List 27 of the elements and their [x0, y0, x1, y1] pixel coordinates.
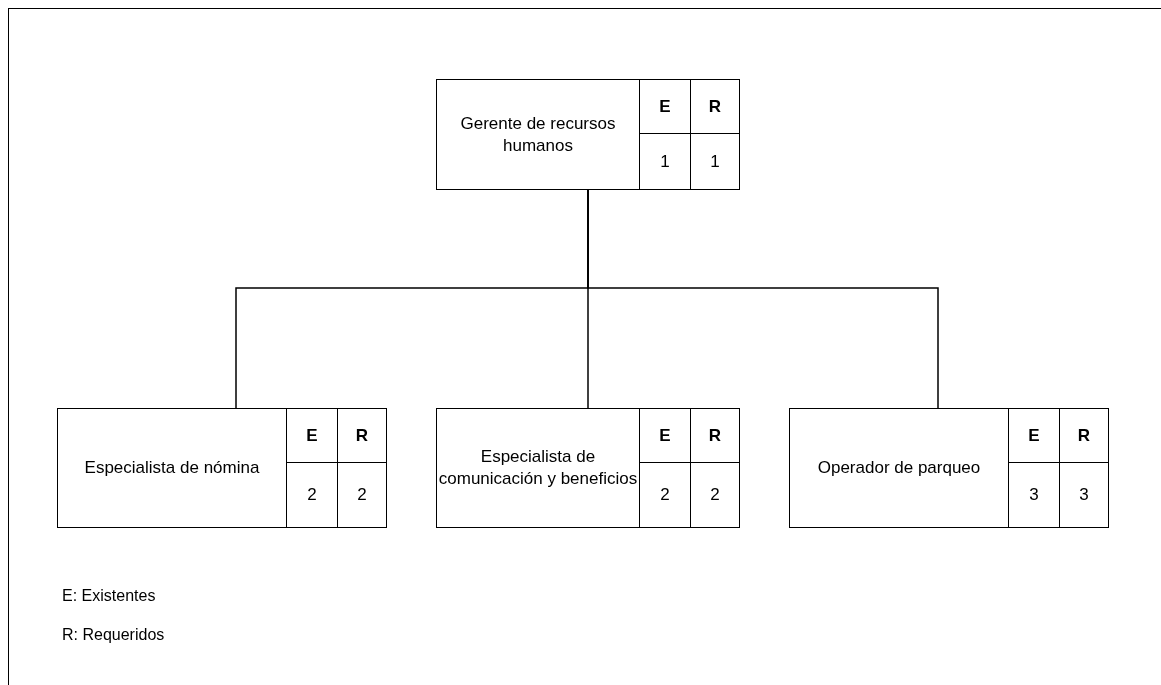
column-header: E — [306, 425, 318, 446]
position-box — [436, 79, 740, 190]
column-header: E — [659, 96, 671, 117]
column-header: R — [708, 425, 722, 446]
count-value: 2 — [710, 485, 720, 505]
legend-note: E: Existentes — [62, 587, 156, 605]
position-title: Operador de parqueo — [817, 457, 981, 479]
count-value: 1 — [710, 151, 720, 172]
position-title: Especialista de comunicación y beneficios — [437, 446, 639, 490]
count-value: 1 — [660, 151, 670, 172]
column-header: E — [659, 425, 671, 446]
count-value: 2 — [660, 485, 670, 505]
column-header: R — [708, 96, 722, 117]
column-header: R — [355, 425, 369, 446]
count-value: 3 — [1079, 485, 1089, 505]
position-title: Gerente de recursos humanos — [459, 112, 617, 157]
legend-note: R: Requeridos — [62, 626, 165, 644]
position-title: Especialista de nómina — [84, 457, 260, 479]
column-header: R — [1077, 425, 1091, 446]
position-box — [789, 408, 1109, 528]
column-header: E — [1028, 425, 1040, 446]
position-box — [57, 408, 387, 528]
count-value: 2 — [357, 485, 367, 505]
connector-line — [587, 189, 939, 409]
count-value: 2 — [307, 485, 317, 505]
position-box — [436, 408, 740, 528]
count-value: 3 — [1029, 485, 1039, 505]
